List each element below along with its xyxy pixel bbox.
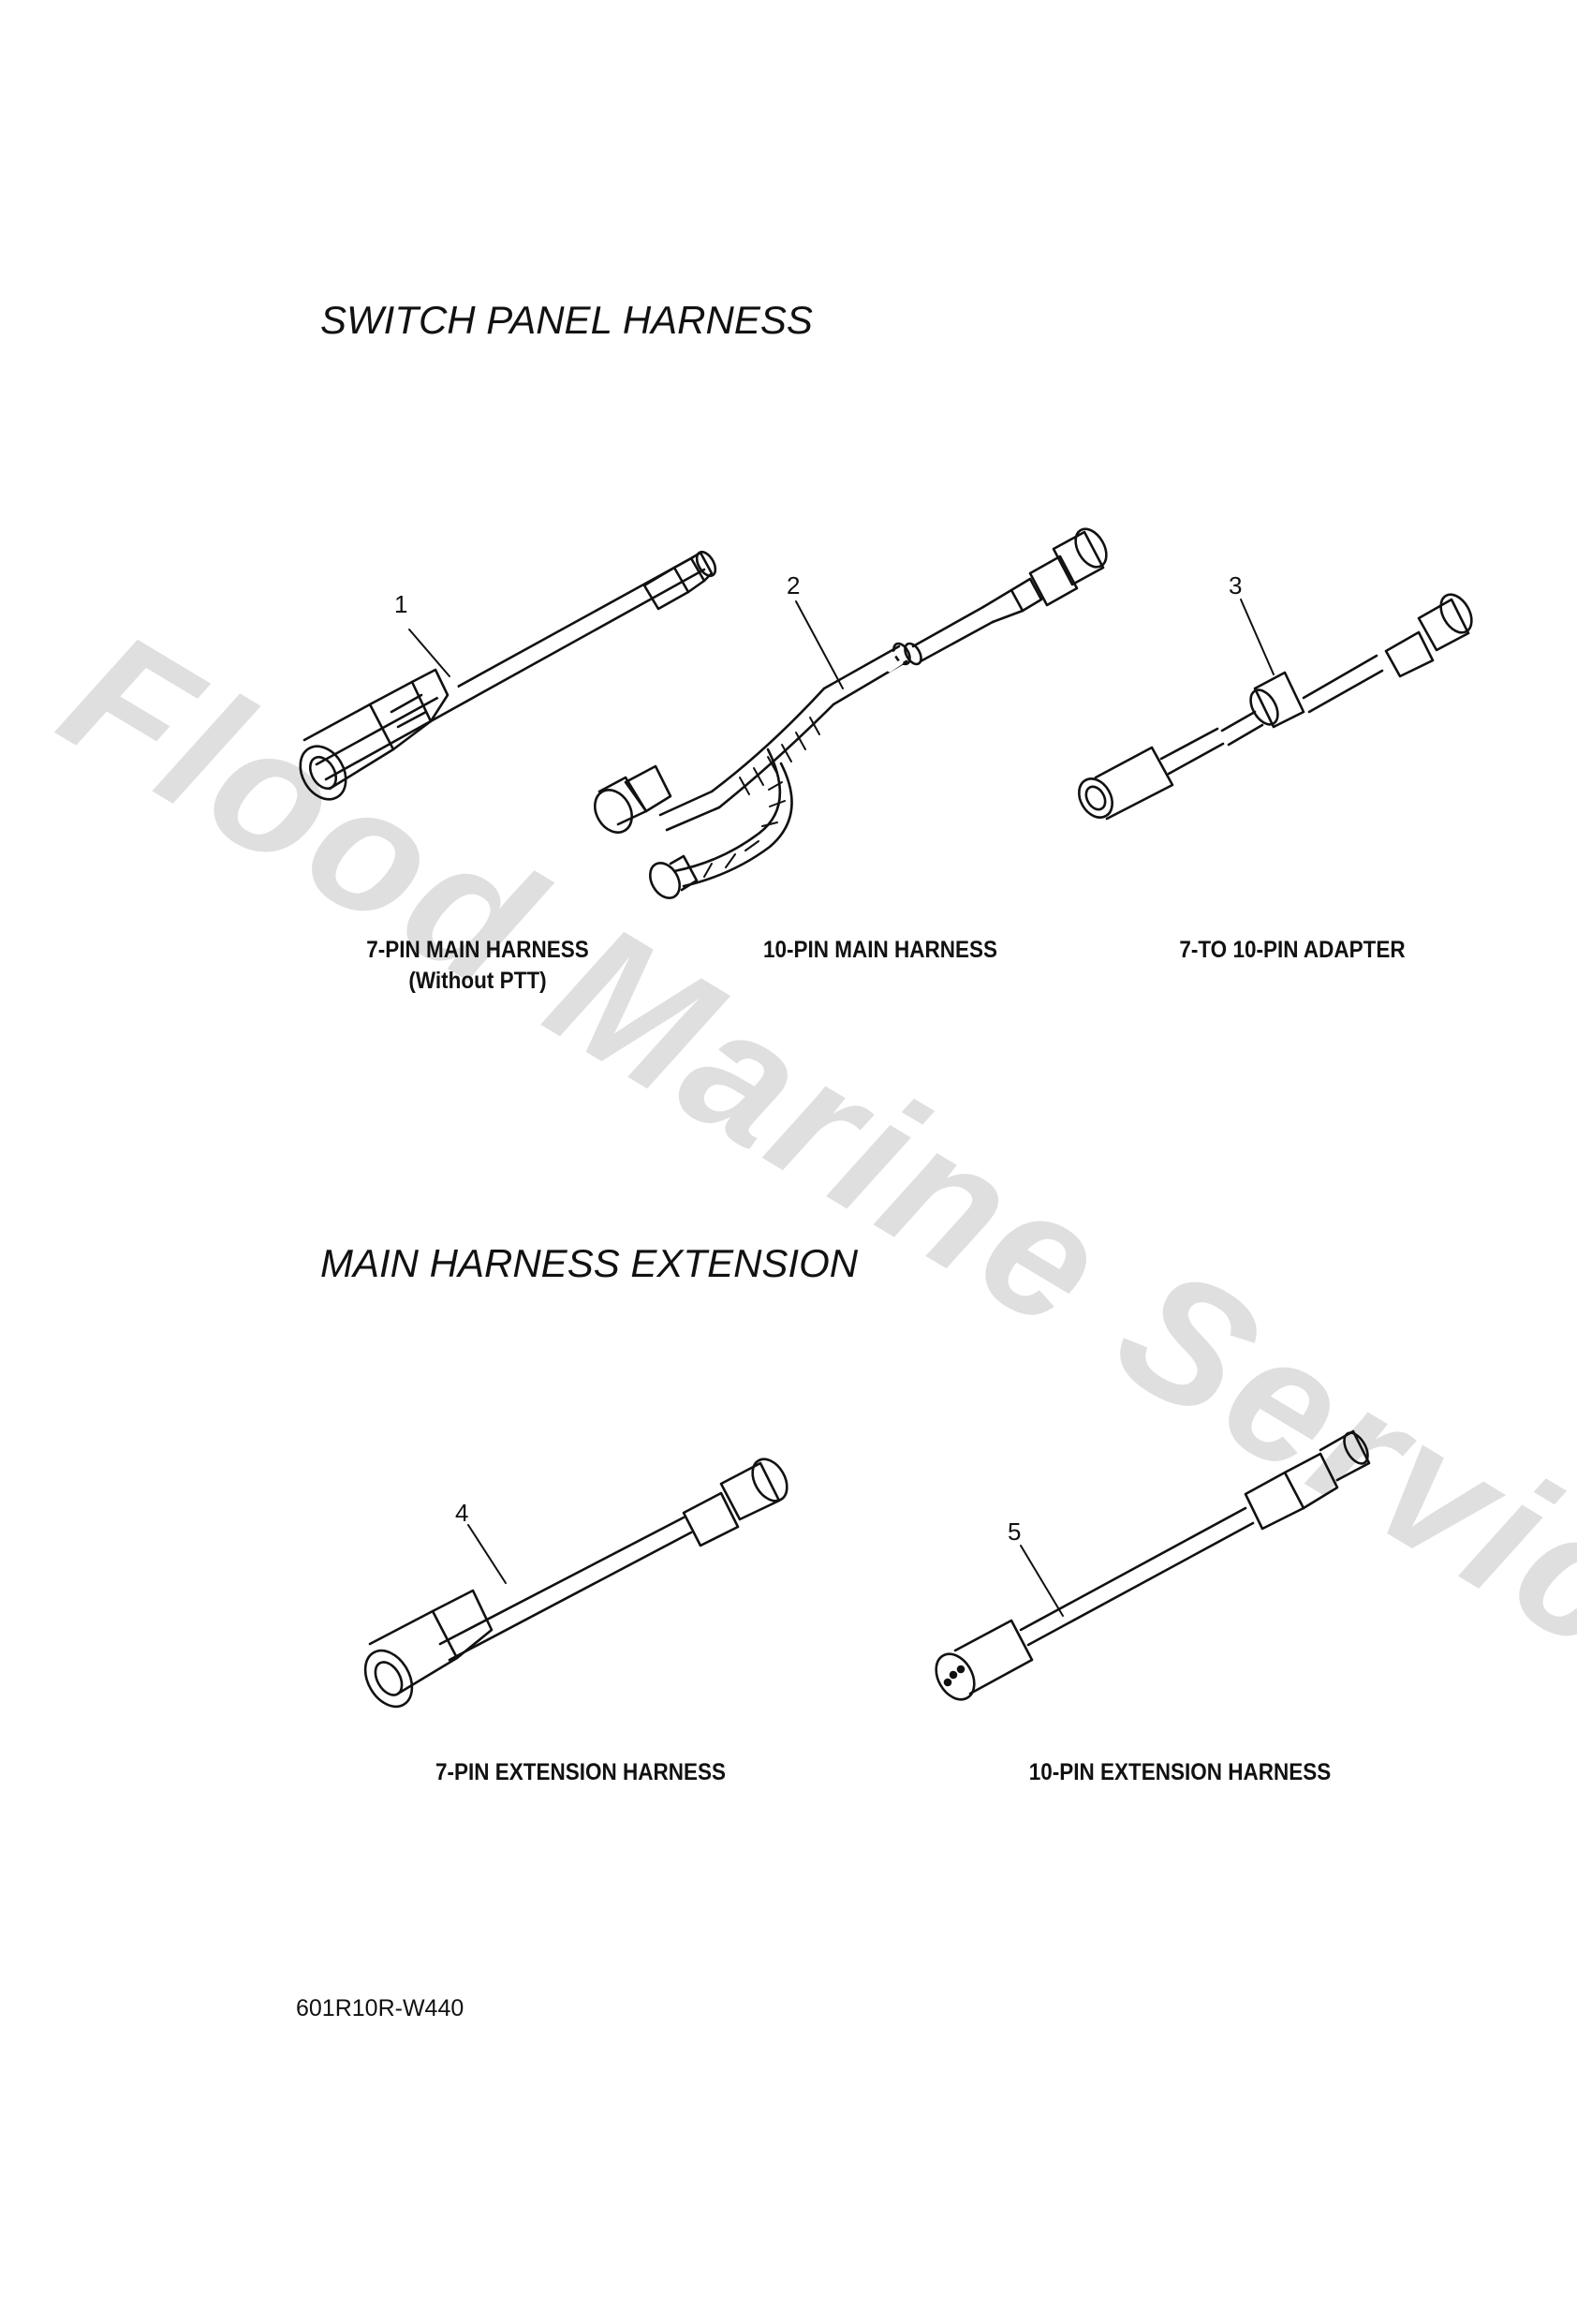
callout-3: 3 xyxy=(1229,571,1243,600)
figure-code: 601R10R-W440 xyxy=(296,1995,464,2021)
callout-2: 2 xyxy=(787,571,801,600)
callout-1: 1 xyxy=(394,590,408,618)
caption-line-1: 7-PIN MAIN HARNESS xyxy=(366,937,589,963)
part-5-10-pin-extension-harness xyxy=(935,1429,1371,1701)
part-4-7-pin-extension-harness xyxy=(363,1458,788,1709)
part-2-10-pin-main-harness xyxy=(594,527,1108,899)
callout-leaders xyxy=(408,599,1275,1617)
caption-10-pin-main-harness: 10-PIN MAIN HARNESS xyxy=(762,937,998,963)
caption-10-pin-extension-harness: 10-PIN EXTENSION HARNESS xyxy=(1028,1759,1332,1785)
part-3-adapter xyxy=(1078,593,1473,821)
part-1-7-pin-main-harness xyxy=(299,550,717,801)
caption-7-pin-extension-harness: 7-PIN EXTENSION HARNESS xyxy=(435,1759,727,1785)
caption-line-2: (Without PTT) xyxy=(408,968,547,994)
section-title-main-harness-extension: MAIN HARNESS EXTENSION xyxy=(320,1241,859,1285)
section-title-switch-panel: SWITCH PANEL HARNESS xyxy=(320,298,813,342)
callout-5: 5 xyxy=(1008,1517,1022,1546)
callout-4: 4 xyxy=(455,1499,469,1527)
caption-7-pin-main-harness: 7-PIN MAIN HARNESS (Without PTT) xyxy=(326,937,629,995)
caption-adapter: 7-TO 10-PIN ADAPTER xyxy=(1179,937,1406,963)
